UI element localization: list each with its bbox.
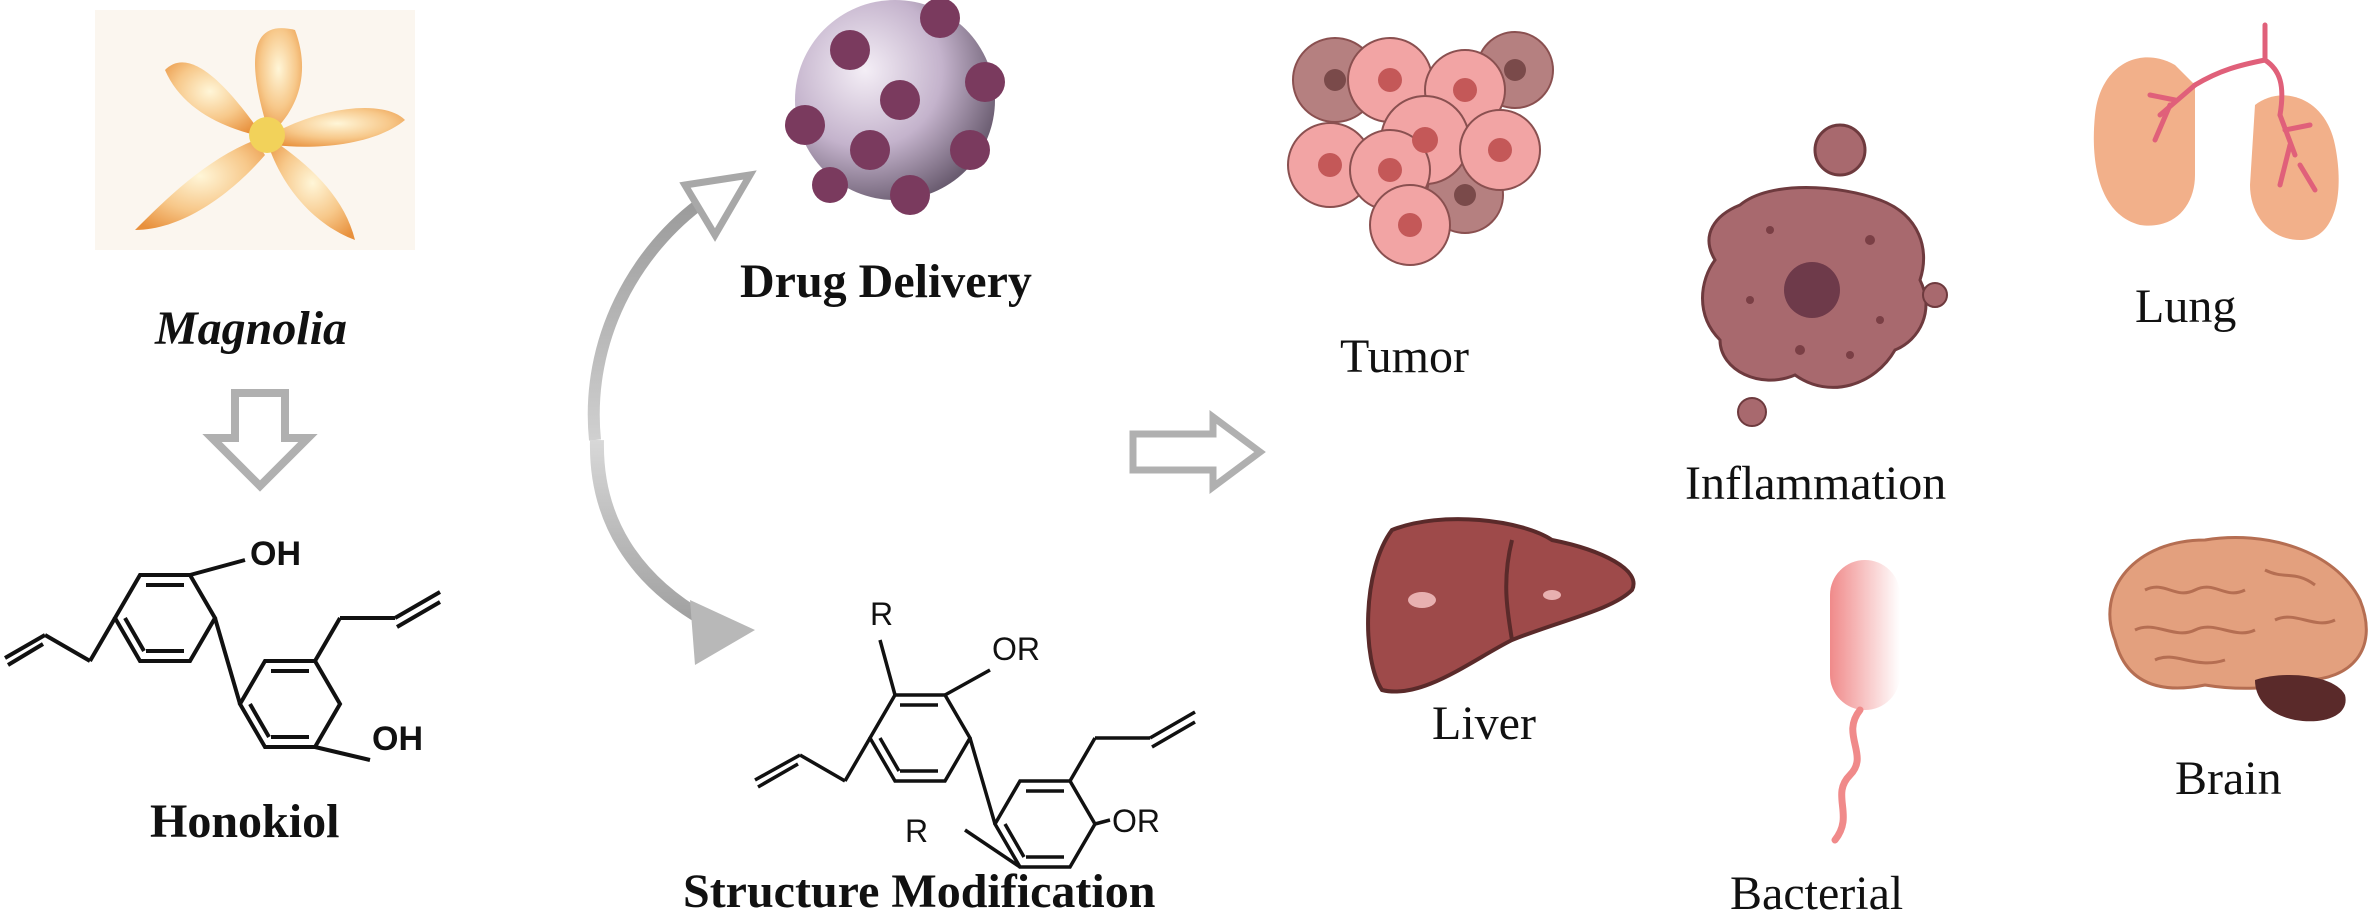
branch-arrows-icon xyxy=(582,170,757,665)
bacterial-label: Bacterial xyxy=(1730,867,1904,920)
inflammation-label: Inflammation xyxy=(1685,457,1947,510)
substituent-or-top: OR xyxy=(992,631,1040,667)
brain-label: Brain xyxy=(2175,752,2282,805)
magnolia-flower-icon xyxy=(95,10,415,250)
tumor-cells-icon xyxy=(1287,31,1554,266)
tumor-label: Tumor xyxy=(1340,330,1469,383)
lungs-icon xyxy=(2093,22,2339,240)
drug-delivery-label: Drug Delivery xyxy=(740,255,1032,308)
substituent-r-top: R xyxy=(870,596,893,632)
structure-modification-label: Structure Modification xyxy=(683,865,1156,918)
liver-icon xyxy=(1366,517,1636,694)
nanoparticle-icon xyxy=(785,0,1005,215)
liver-label: Liver xyxy=(1432,697,1536,750)
inflammation-cell-icon xyxy=(1701,123,1948,427)
bacterium-icon xyxy=(1830,560,1900,844)
substituent-r-bottom: R xyxy=(905,813,928,849)
right-arrow-icon xyxy=(1129,410,1266,494)
lung-label: Lung xyxy=(2135,280,2237,333)
down-arrow-icon xyxy=(202,389,318,492)
substituent-or-bottom: OR xyxy=(1112,803,1160,839)
magnolia-label: Magnolia xyxy=(155,302,348,355)
honokiol-oh-top: OH xyxy=(250,535,301,573)
modified-structure: R OR R OR xyxy=(754,596,1196,869)
brain-icon xyxy=(2108,536,2368,722)
honokiol-label: Honokiol xyxy=(150,795,340,848)
honokiol-oh-bottom: OH xyxy=(372,720,423,758)
honokiol-structure: OH OH xyxy=(4,535,442,762)
